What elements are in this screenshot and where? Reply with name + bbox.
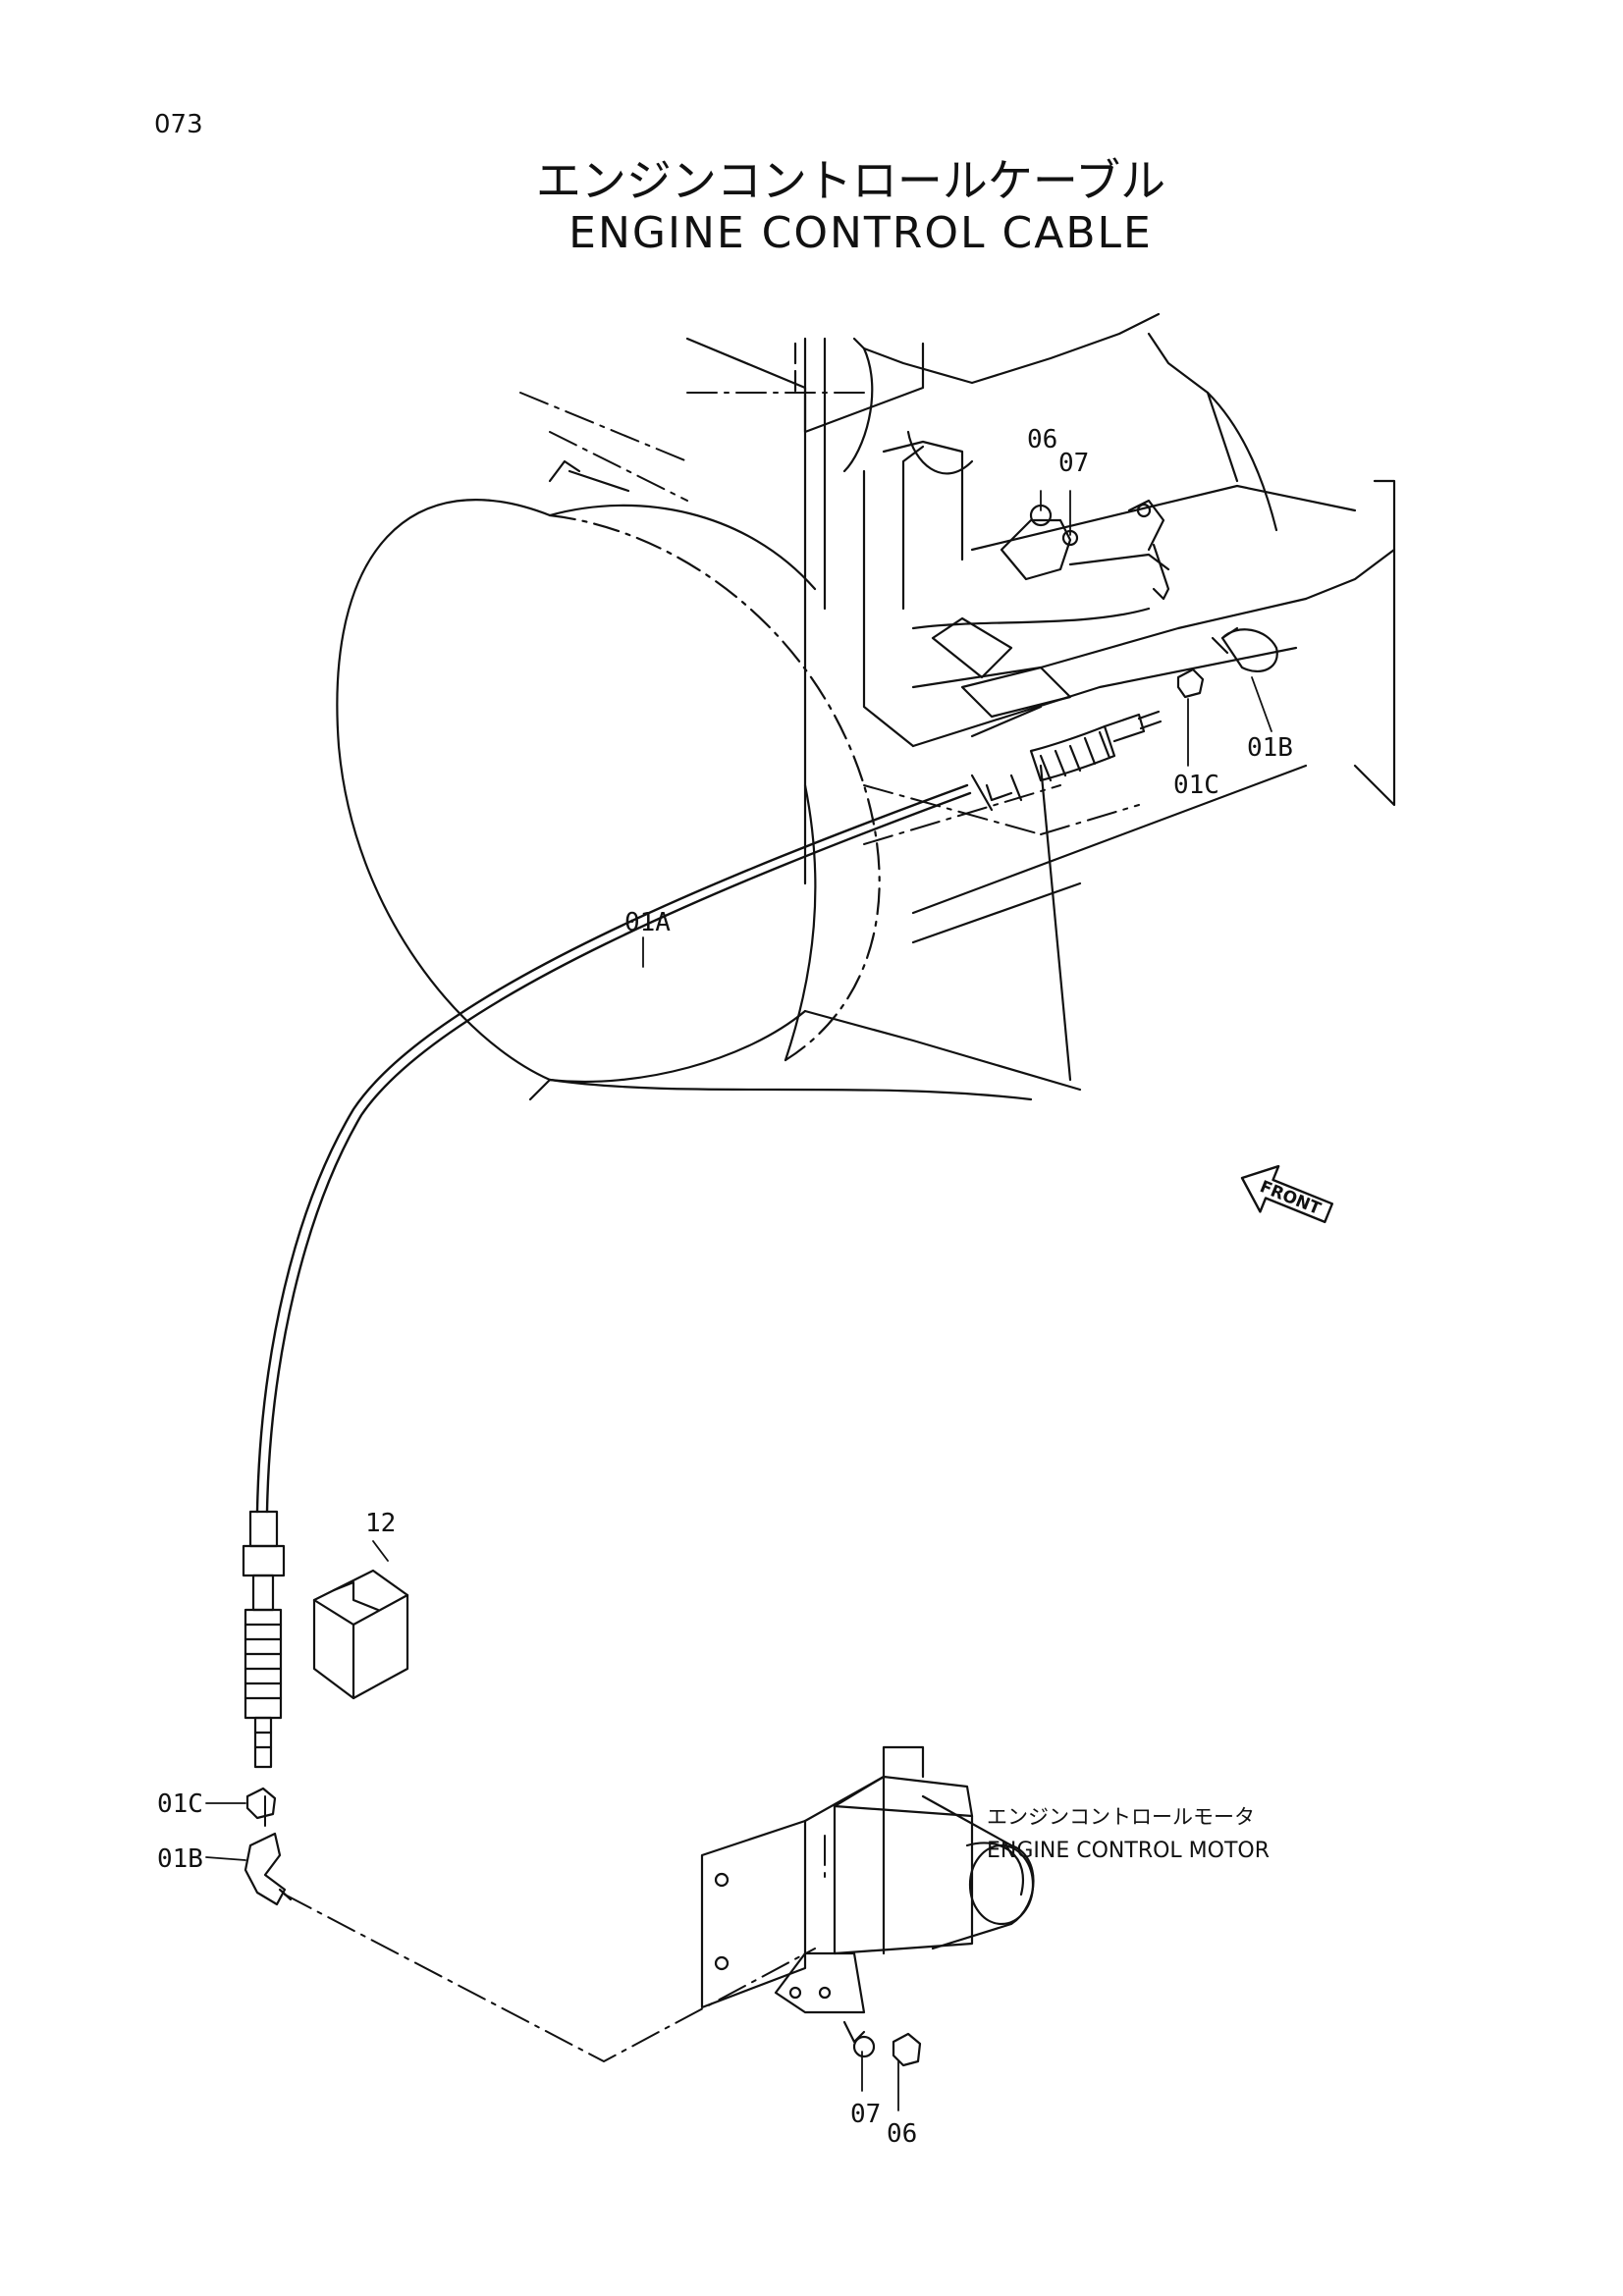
control-motor [700, 1745, 1035, 2044]
callout-07-bottom: 07 [850, 2100, 881, 2129]
front-label: FRONT [1257, 1177, 1324, 1219]
throttle-lever-assembly [1000, 499, 1170, 601]
rod-end-top [1211, 626, 1278, 672]
flywheel-housing [336, 459, 1082, 1101]
control-cable [242, 710, 1163, 1769]
washer-bottom [852, 2035, 876, 2058]
callout-01c-top: 01C [1173, 771, 1219, 800]
rod-end-bottom [243, 1832, 293, 1906]
front-arrow-icon [1240, 1164, 1334, 1224]
callout-06-top: 06 [1027, 425, 1057, 454]
leader-lines [264, 392, 1140, 2062]
title-japanese: エンジンコントロールケーブル [535, 154, 1166, 207]
engine-block [685, 312, 1396, 1082]
motor-label-japanese: エンジンコントロールモータ [987, 1805, 1255, 1829]
callout-01b-left: 01B [157, 1844, 203, 1874]
title-english: ENGINE CONTROL CABLE [568, 208, 1153, 258]
nut-bottom-06 [892, 2032, 922, 2067]
callout-01c-left: 01C [157, 1789, 203, 1819]
motor-label-english: ENGINE CONTROL MOTOR [987, 1839, 1270, 1863]
callout-06-bottom: 06 [887, 2119, 917, 2149]
callout-12: 12 [365, 1509, 396, 1538]
callout-01a: 01A [624, 908, 671, 937]
callout-07-top: 07 [1058, 449, 1089, 478]
callout-01b-top: 01B [1247, 733, 1293, 763]
bracket-12 [312, 1569, 409, 1700]
page-number: 073 [154, 110, 203, 139]
nut-bottom [245, 1787, 277, 1820]
nut-top [1176, 667, 1205, 699]
callout-leaders [205, 490, 1272, 2111]
